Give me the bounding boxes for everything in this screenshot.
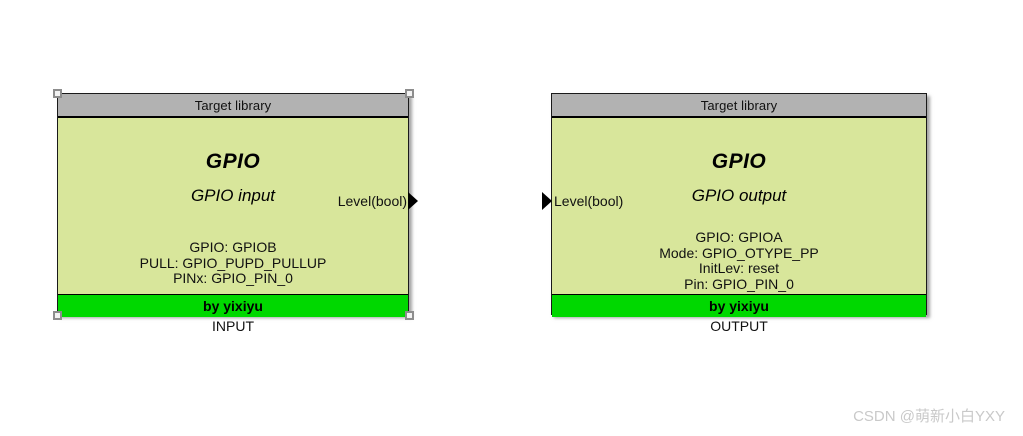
gpio-input-title: GPIO	[205, 150, 261, 173]
param-line: GPIO: GPIOA	[695, 229, 783, 245]
gpio-input-params: GPIO: GPIOB PULL: GPIO_PUPD_PULLUP PINx:…	[58, 239, 408, 287]
gpio-input-header: Target library	[58, 94, 408, 118]
param-line: PINx: GPIO_PIN_0	[173, 270, 293, 286]
selection-handle-bottom-left[interactable]	[53, 311, 62, 320]
param-line: GPIO: GPIOB	[189, 239, 277, 255]
gpio-input-block[interactable]: Target library GPIO GPIO input GPIO: GPI…	[57, 93, 418, 317]
gpio-input-footer-label: by yixiyu	[203, 298, 263, 314]
gpio-input-caption: INPUT	[212, 318, 254, 334]
gpio-output-block[interactable]: Target library GPIO GPIO output GPIO: GP…	[542, 93, 927, 317]
param-line: Mode: GPIO_OTYPE_PP	[659, 244, 819, 261]
gpio-output-input-port-label: Level(bool)	[554, 193, 624, 209]
selection-handle-top-right[interactable]	[405, 89, 414, 98]
gpio-output-footer: by yixiyu	[552, 294, 926, 317]
gpio-output-body: GPIO GPIO output GPIO: GPIOA Mode: GPIO_…	[552, 118, 926, 294]
gpio-output-title: GPIO	[711, 150, 767, 173]
param-line: PULL: GPIO_PUPD_PULLUP	[139, 254, 327, 271]
gpio-output-caption: OUTPUT	[710, 318, 768, 334]
param-line: InitLev: reset	[698, 260, 780, 276]
gpio-output-input-port[interactable]: Level(bool)	[542, 192, 623, 210]
gpio-output-header: Target library	[552, 94, 926, 118]
triangle-right-icon	[408, 192, 418, 210]
gpio-input-output-port-label: Level(bool)	[337, 193, 407, 209]
watermark: CSDN @萌新小白YXY	[853, 408, 1005, 425]
gpio-output-footer-label: by yixiyu	[709, 298, 769, 314]
gpio-output-subtitle: GPIO output	[691, 186, 787, 205]
gpio-input-header-title: Target library	[194, 97, 272, 113]
triangle-right-icon	[542, 192, 552, 210]
selection-handle-top-left[interactable]	[53, 89, 62, 98]
gpio-output-header-title: Target library	[700, 97, 778, 113]
selection-handle-bottom-right[interactable]	[405, 311, 414, 320]
gpio-input-subtitle: GPIO input	[190, 186, 276, 205]
gpio-input-body: GPIO GPIO input GPIO: GPIOB PULL: GPIO_P…	[58, 118, 408, 294]
param-line: Pin: GPIO_PIN_0	[684, 275, 794, 292]
gpio-input-output-port[interactable]: Level(bool)	[338, 192, 418, 210]
gpio-output-params: GPIO: GPIOA Mode: GPIO_OTYPE_PP InitLev:…	[552, 229, 926, 292]
gpio-input-footer: by yixiyu	[58, 294, 408, 317]
